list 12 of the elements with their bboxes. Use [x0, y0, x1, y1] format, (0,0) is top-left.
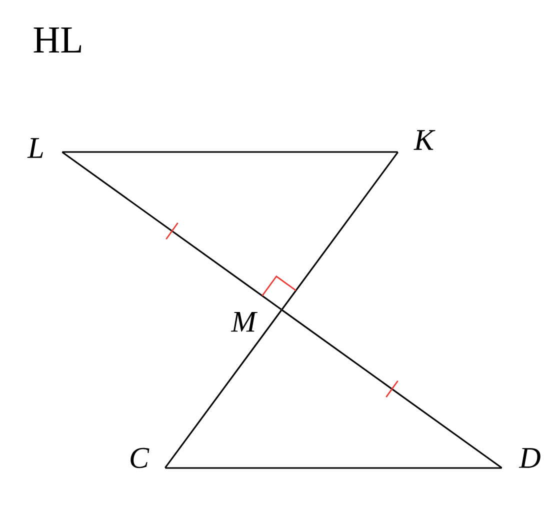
line-segment: [62, 152, 282, 310]
line-segment: [165, 467, 502, 469]
line-segment: [281, 309, 502, 468]
point-label: L: [27, 138, 43, 158]
title: HL: [34, 28, 82, 52]
point-label: C: [130, 448, 150, 468]
line-segment: [281, 152, 398, 310]
line-segment: [164, 310, 282, 468]
line-segment: [62, 151, 398, 153]
point-label: M: [230, 312, 258, 332]
point-label: K: [414, 130, 436, 150]
point-label: D: [518, 448, 540, 468]
